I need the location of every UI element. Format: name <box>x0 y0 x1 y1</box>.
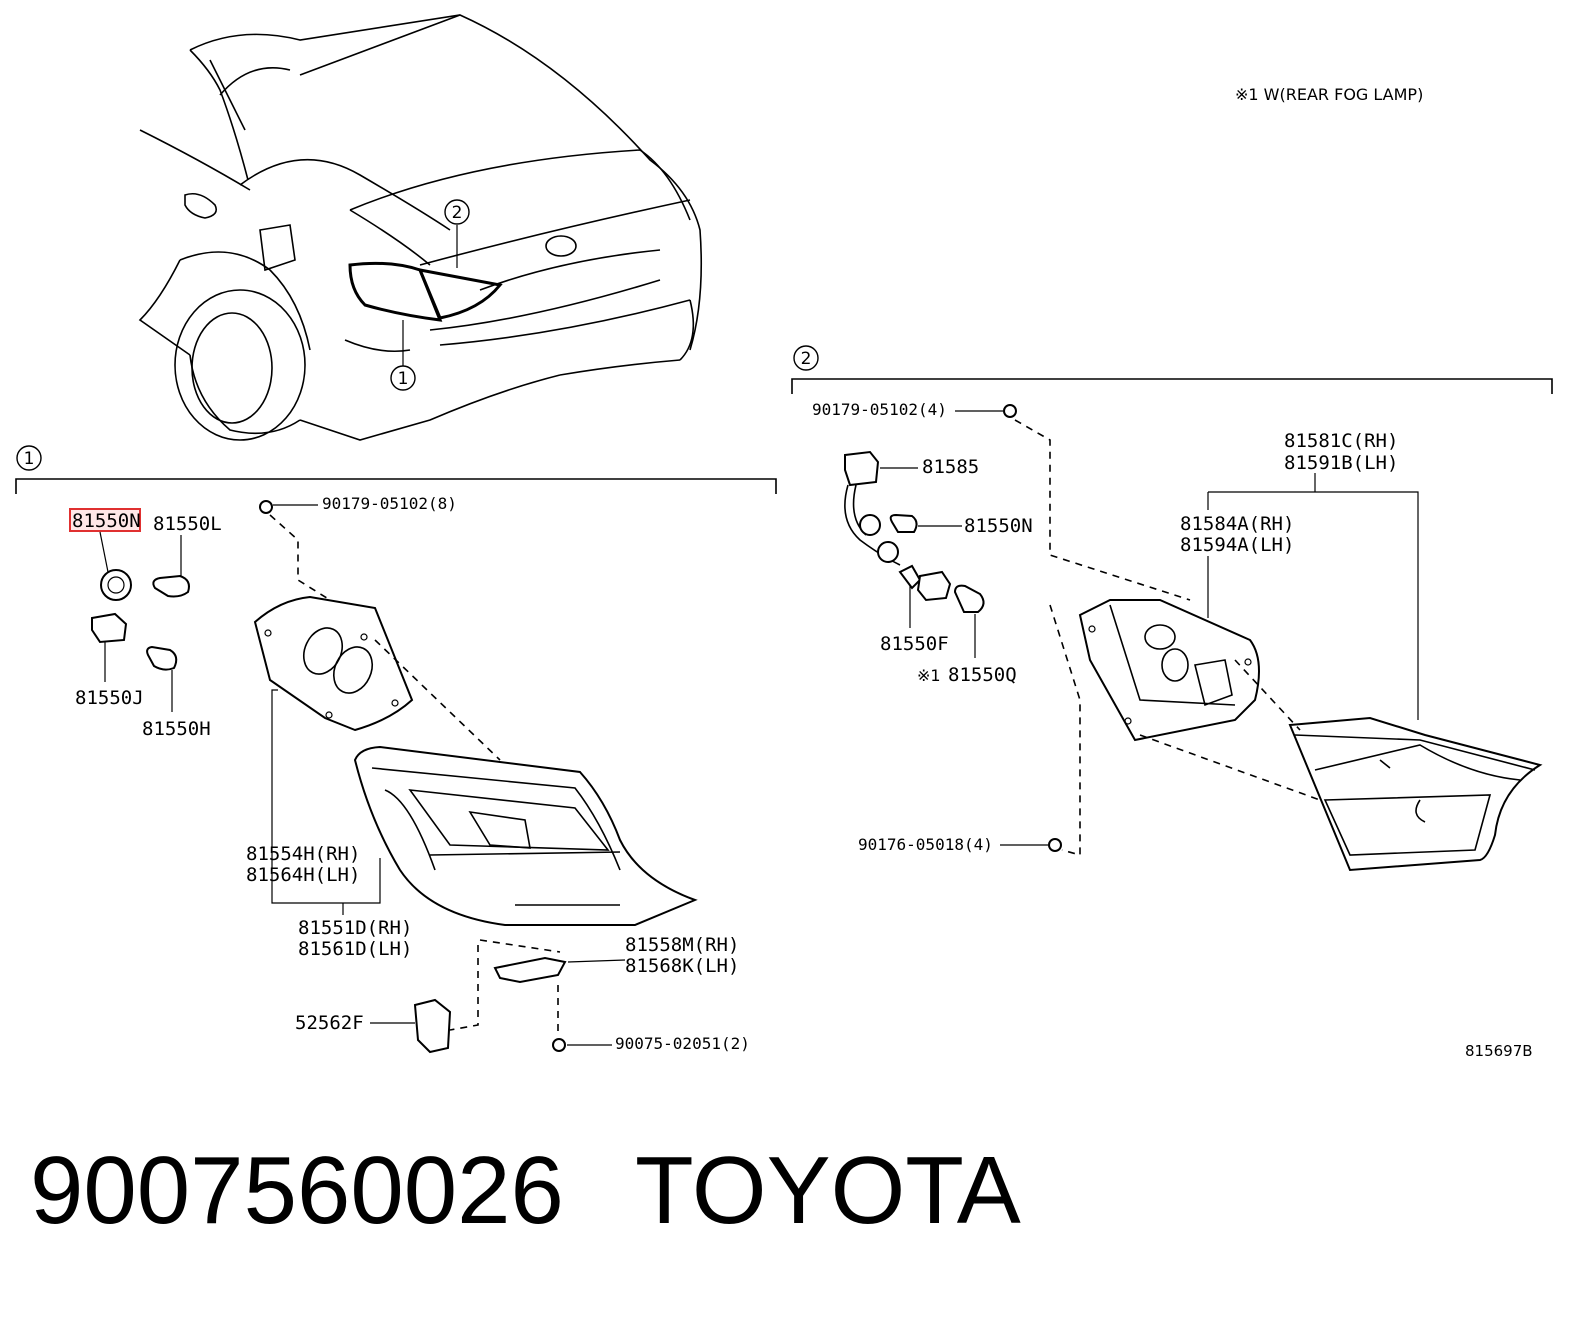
mounting-bracket <box>493 956 567 984</box>
screw-icon <box>259 500 273 514</box>
label-81550N-left: 81550N <box>72 510 141 532</box>
label-81550J: 81550J <box>75 687 144 709</box>
inner-lamp-lens <box>1288 716 1543 872</box>
fog-mark: ※1 <box>917 666 941 685</box>
gasket-plate <box>253 595 414 732</box>
callout-2-section-num: 2 <box>801 349 812 369</box>
label-81594A: 81594A(LH) <box>1180 534 1294 556</box>
label-81581C: 81581C(RH) <box>1284 430 1398 452</box>
connector-icon <box>91 612 128 644</box>
fog-lamp-note: ※1 W(REAR FOG LAMP) <box>1235 85 1423 104</box>
car-rear-illustration: 2 1 <box>138 14 703 441</box>
label-screw-8: 90179-05102(8) <box>322 494 457 513</box>
label-81550L: 81550L <box>153 513 222 535</box>
callout-2-car-num: 2 <box>452 203 463 223</box>
label-52562F: 52562F <box>295 1012 364 1034</box>
footer-part-number: 9007560026 <box>30 1137 564 1244</box>
inner-gasket <box>1078 599 1260 742</box>
section-1: 1 81550N 81550L 81550J 81550H 90179-0510… <box>15 445 777 1054</box>
label-bolt: 90075-02051(2) <box>615 1034 750 1053</box>
highlight-box <box>69 508 141 532</box>
section-2: 2 90179-05102(4) 81585 81550N 81550F ※1 … <box>791 345 1553 872</box>
label-81564H: 81564H(LH) <box>246 864 360 886</box>
label-81584A: 81584A(RH) <box>1180 513 1294 535</box>
callout-1-car-num: 1 <box>398 369 409 389</box>
label-81550F: 81550F <box>880 633 949 655</box>
footer-brand: TOYOTA <box>635 1137 1021 1244</box>
callout-2-car <box>444 199 470 225</box>
callout-2-section <box>793 345 819 371</box>
label-81550H: 81550H <box>142 718 211 740</box>
diagram-reference: 815697B <box>1465 1042 1533 1060</box>
tail-lamp <box>353 745 698 926</box>
nut-icon <box>1048 838 1062 852</box>
label-81568K: 81568K(LH) <box>625 955 739 977</box>
bulb-n-icon <box>889 513 918 533</box>
label-81558M: 81558M(RH) <box>625 934 739 956</box>
label-81551D: 81551D(RH) <box>298 917 412 939</box>
label-81585: 81585 <box>922 456 979 478</box>
harness-connector-icon <box>844 450 880 487</box>
socket-icon <box>100 569 132 601</box>
label-81550N-right: 81550N <box>964 515 1033 537</box>
callout-1-car <box>390 365 416 391</box>
bulb-h-icon <box>146 645 178 671</box>
bolt-icon <box>552 1038 566 1052</box>
label-81554H: 81554H(RH) <box>246 843 360 865</box>
callout-1-section <box>16 445 42 471</box>
label-81591B: 81591B(LH) <box>1284 452 1398 474</box>
label-81561D: 81561D(LH) <box>298 938 412 960</box>
callout-1-section-num: 1 <box>24 449 35 469</box>
label-81550Q: 81550Q <box>948 664 1017 686</box>
bulb-q-icon <box>953 584 985 613</box>
bulb-icon <box>152 574 190 598</box>
screw-4-icon <box>1003 404 1017 418</box>
label-screw-4: 90179-05102(4) <box>812 400 947 419</box>
connector-f-icon <box>916 570 952 602</box>
clip-icon <box>413 998 452 1054</box>
label-nut: 90176-05018(4) <box>858 835 993 854</box>
